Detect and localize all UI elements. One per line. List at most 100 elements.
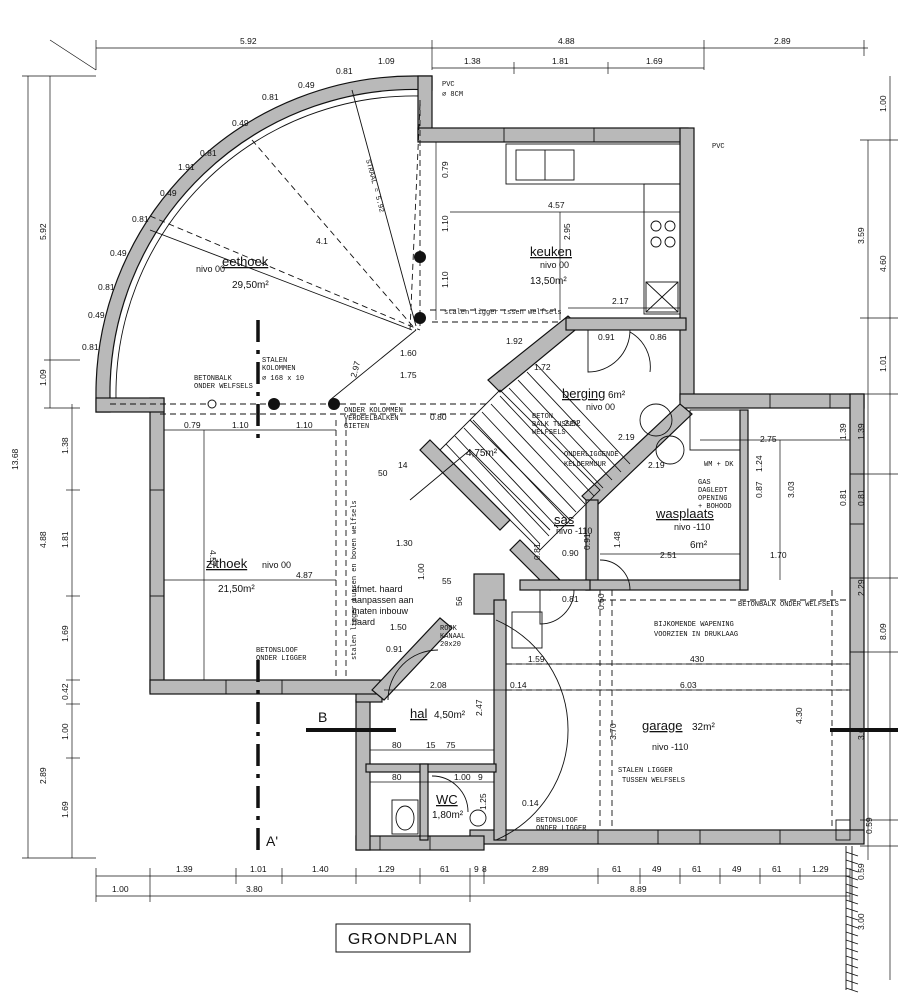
room-extra-berging: 6m²	[608, 390, 626, 401]
dim-keuken-1: 0.79	[440, 161, 450, 178]
dim-bottom-8: 2.89	[532, 864, 549, 874]
dim-bottom2-2: 3.80	[246, 884, 263, 894]
exterior-step-tick	[845, 859, 859, 865]
note-bijkomende-2: VOORZIEN IN DRUKLAAG	[654, 631, 738, 639]
note-rookkanaal-2: KANAAL	[440, 633, 465, 641]
note-onder-kolommen-3: GIETEN	[344, 423, 369, 431]
dim-eethoek-4: 1.60	[400, 348, 417, 358]
dim-arc-11: 0.81	[82, 342, 99, 352]
dim-wasplaats-3: 0.87	[754, 481, 764, 498]
dim-garage-8: 2.47	[474, 699, 484, 716]
dim-left-8: 1.00	[60, 723, 70, 740]
dim-garage-2: 430	[690, 654, 704, 664]
dim-hal-4: 80	[392, 772, 402, 782]
note-onder-kolommen-1: ONDER KOLOMMEN	[344, 407, 403, 415]
dim-top2-4: 1.69	[646, 56, 663, 66]
dim-hal-7: 9	[478, 772, 483, 782]
dim-top-1: 5.92	[240, 36, 257, 46]
dim-left-10: 1.69	[60, 801, 70, 818]
dim-hal-2: 15	[426, 740, 436, 750]
door-berging	[587, 329, 631, 373]
dim-eethoek-5: 0.80	[430, 412, 447, 422]
dim-arc-8: 0.49	[110, 248, 127, 258]
column-4	[328, 398, 340, 410]
door-kitchen	[629, 331, 651, 373]
room-level-berging: nivo 00	[586, 402, 615, 412]
wasplaats-south-wall	[585, 579, 747, 591]
wc-bowl-box	[391, 799, 419, 835]
dimension-texts: 5.92 4.88 2.89 1.09 1.38 1.81 1.69 13.68…	[10, 36, 888, 930]
cooktop-burner	[650, 220, 662, 232]
windows	[149, 127, 865, 851]
staircase	[445, 363, 631, 545]
stair-tread	[481, 411, 577, 513]
dim-left-3: 1.38	[60, 437, 70, 454]
room-name-keuken: keuken	[530, 244, 572, 259]
dim-stair-8: 56	[454, 596, 464, 606]
dim-bottom-12: 49	[732, 864, 742, 874]
sink	[469, 809, 487, 827]
dimension-lines	[22, 39, 898, 980]
radial-lines	[149, 89, 417, 401]
dim-berging-3: 2.52	[564, 418, 581, 428]
east-wall	[849, 393, 865, 841]
note-betonsloof-zithoek-1: BETONSLOOF	[256, 647, 298, 655]
note-berging-balk-3: WELFSELS	[532, 429, 566, 437]
exterior-step-tick	[845, 875, 859, 881]
exterior-step-tick	[845, 955, 859, 961]
wasplaats-machine	[689, 409, 741, 451]
sas-wall	[519, 579, 591, 591]
dim-stair-3: 1.30	[396, 538, 413, 548]
section-mark-a: A'	[266, 833, 278, 849]
note-stalen-ligger-2: TUSSEN WELFSELS	[622, 777, 685, 785]
column-2	[414, 312, 426, 324]
kitchen-counter-top	[505, 143, 681, 185]
drawing-title: GRONDPLAN	[348, 931, 458, 948]
dim-wasplaats-4: 3.03	[786, 481, 796, 498]
exterior-step-tick	[845, 899, 859, 905]
dim-bottom-9: 61	[612, 864, 622, 874]
note-kolommen-3: ⌀ 168 x 10	[262, 375, 304, 383]
stair-outline	[409, 389, 601, 551]
note-pvc-right: PVC	[712, 143, 725, 151]
dim-arc-3: 0.81	[262, 92, 279, 102]
room-name-eethoek: eethoek	[222, 254, 269, 269]
dim-wasplaats-7: 1.39	[838, 423, 848, 440]
note-straal: STRAAL = 5.92	[363, 159, 385, 214]
note-kolommen-1: STALEN	[262, 357, 287, 365]
dim-left-total: 13.68	[10, 448, 20, 470]
kitchen-counter-side	[643, 183, 681, 315]
wc-north-wall	[365, 763, 497, 773]
exterior-step-tick	[845, 851, 859, 857]
dim-right-12: 0.59	[856, 863, 866, 880]
wc-bowl	[395, 805, 415, 831]
room-level-eethoek: nivo 00	[196, 264, 225, 274]
dim-keuken-2: 1.10	[440, 215, 450, 232]
dim-bottom-13: 61	[772, 864, 782, 874]
cooktop-burner-4	[664, 236, 676, 248]
dim-berging-2: 1.72	[534, 362, 551, 372]
note-onder-kolommen-2: VERDEELBALKEN	[344, 415, 399, 423]
dim-right-11: 0.59	[864, 817, 874, 834]
dim-arc-4: 0.49	[232, 118, 249, 128]
bay-south-wall	[95, 397, 165, 413]
door-hal	[387, 649, 439, 701]
exterior-step-tick	[845, 947, 859, 953]
dim-bottom-5: 61	[440, 864, 450, 874]
dim-arc-1: 0.81	[336, 66, 353, 76]
dim-zithoek-1: 0.79	[184, 420, 201, 430]
dim-berging-6: 0.91	[598, 332, 615, 342]
stair-tread	[535, 363, 631, 465]
exterior-steps	[845, 846, 859, 993]
note-ligger-welfsel: stalen ligger tssen welfsels	[444, 309, 562, 317]
hal-west-wall	[355, 699, 371, 851]
sanitary-fittings	[391, 403, 741, 835]
room-level-keuken: nivo 00	[540, 260, 569, 270]
room-name-garage: garage	[642, 718, 682, 733]
door-wc	[431, 775, 469, 813]
wc-wall-mid	[419, 763, 429, 841]
dim-right-6: 8.09	[878, 623, 888, 640]
dim-berging-5: 2.19	[648, 460, 665, 470]
cooktop-burner-3	[650, 236, 662, 248]
dim-right-3: 4.60	[878, 255, 888, 272]
